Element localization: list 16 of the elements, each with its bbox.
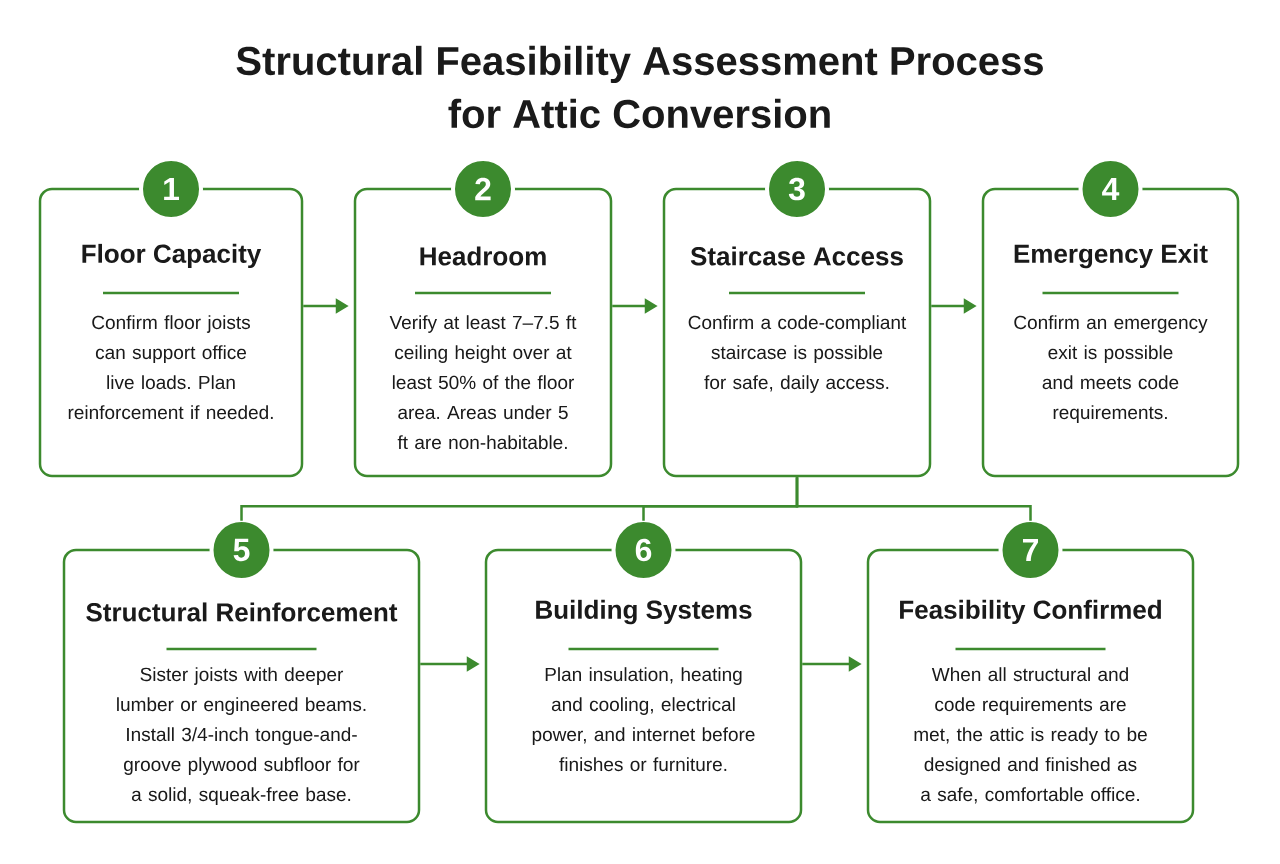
step-description: When all structural and code requirements are met, the attic is ready to be designed and finished as a safe, comfortable office.	[914, 667, 1147, 804]
step-description: Verify at least 7–7.5 ft ceiling height over at least 50% of the floor area. Areas under 5 ft are non-habitable.	[389, 315, 577, 450]
step-description: Plan insulation, heating and cooling, electrical power, and internet before finishes or furniture.	[532, 667, 755, 772]
step-heading: Headroom	[420, 246, 546, 266]
step-heading: Feasibility Confirmed	[900, 599, 1161, 625]
step-heading: Staircase Access	[690, 246, 903, 266]
step-heading: Emergency Exit	[1014, 243, 1208, 269]
step-heading: Floor Capacity	[82, 243, 262, 269]
step-heading: Structural Reinforcement	[86, 602, 398, 622]
title: Structural Feasibility Assessment Process for Attic Conversion	[236, 45, 1043, 129]
step-description: Confirm a code-compliant staircase is possible for safe, daily access.	[688, 315, 907, 393]
step-description: Sister joists with deeper lumber or engineered beams. Install 3/4-inch tongue-and-groove plywood subfloor for a solid, squeak-free base.	[117, 667, 366, 805]
step-heading: Building Systems	[536, 599, 752, 625]
step-description: Confirm an emergency exit is possible and meets code requirements.	[1014, 315, 1208, 423]
step-description: Confirm floor joists can support office live loads. Plan reinforcement if needed.	[68, 315, 273, 420]
connector-line	[795, 477, 1032, 521]
